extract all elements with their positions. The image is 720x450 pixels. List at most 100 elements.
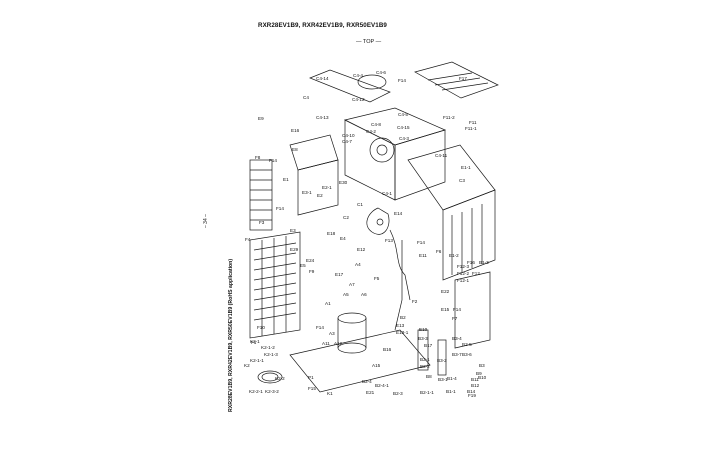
label-F14-e: F14 — [453, 307, 461, 312]
label-E9: E9 — [258, 116, 264, 121]
label-C4-13: C4-13 — [316, 115, 329, 120]
label-F14-c: F14 — [276, 206, 284, 211]
label-F13: F13 — [385, 238, 393, 243]
label-K2-2: K2-2 — [275, 376, 285, 381]
label-C4-1: C4-1 — [382, 191, 392, 196]
front-panel — [454, 271, 491, 349]
label-B3-4: B3-4 — [452, 336, 462, 341]
label-E1-1: E1-1 — [461, 165, 471, 170]
label-F12-1: F12-1 — [457, 278, 469, 283]
label-F1: F1 — [251, 340, 257, 345]
label-K2-1: K2-1 — [250, 339, 260, 344]
label-B2-4-1: B2-4-1 — [375, 383, 389, 388]
fan-blade — [366, 207, 390, 235]
top-view-label: — TOP — — [356, 39, 382, 45]
label-C4-10: C4-10 — [342, 133, 355, 138]
label-C4-7: C4-7 — [342, 139, 352, 144]
label-K2-1-1: K2-1-1 — [250, 358, 264, 363]
label-A6: A6 — [361, 292, 367, 297]
side-grille — [249, 159, 273, 231]
label-F11-1: F11-1 — [465, 126, 477, 131]
label-F12: F12 — [472, 271, 480, 276]
label-B9: B9 — [476, 371, 482, 376]
label-B3-1: B3-1 — [438, 377, 448, 382]
label-B2-1-1: B2-1-1 — [420, 390, 434, 395]
label-E10: E10 — [419, 327, 428, 332]
coil — [407, 144, 496, 211]
label-C4-14: C4-14 — [316, 76, 329, 81]
label-B11: B11 — [471, 377, 479, 382]
label-B3-2: B3-2 — [437, 358, 447, 363]
label-E11: E11 — [419, 253, 427, 258]
label-B2-2: B2-2 — [420, 364, 430, 369]
label-K2-3-2: K2-3-2 — [265, 389, 279, 394]
label-C4: C4 — [303, 95, 309, 100]
label-F12-2: F12-2 — [457, 271, 469, 276]
label-E1: E1 — [283, 177, 289, 182]
label-F5: F5 — [374, 276, 380, 281]
label-F14-b: F14 — [269, 158, 277, 163]
label-B2-1: B2-1 — [420, 357, 430, 362]
valve-bracket — [417, 329, 429, 371]
label-A12: A12 — [334, 341, 343, 346]
label-C4-12: C4-12 — [352, 97, 365, 102]
label-C4-8: C4-8 — [371, 122, 381, 127]
label-B3: B3 — [479, 363, 485, 368]
label-E22: E22 — [441, 289, 450, 294]
label-C4-5: C4-5 — [398, 112, 408, 117]
label-E5: E5 — [300, 263, 306, 268]
label-A3: A3 — [329, 331, 335, 336]
label-A1: A1 — [325, 301, 331, 306]
label-B1-3: B1-3 — [479, 260, 489, 265]
top-plate — [414, 61, 499, 99]
label-E17: E17 — [335, 272, 344, 277]
label-F4: F4 — [245, 237, 251, 242]
label-E18: E18 — [327, 231, 336, 236]
label-B14: B14 — [467, 389, 476, 394]
base-plate — [289, 329, 431, 393]
label-B2-3: B2-3 — [393, 391, 403, 396]
label-B2-4: B2-4 — [362, 379, 372, 384]
label-E13-1: E13-1 — [396, 330, 409, 335]
label-C4-3: C4-3 — [399, 136, 409, 141]
label-C2: C2 — [343, 215, 349, 220]
fan-guard — [309, 69, 391, 103]
label-F8: F8 — [255, 155, 261, 160]
label-E3-1: E3-1 — [302, 190, 312, 195]
label-K2-2-1: K2-2-1 — [249, 389, 263, 394]
label-F12-3: F12-3 — [457, 264, 469, 269]
label-E2-1: E2-1 — [322, 185, 332, 190]
label-E2: E2 — [317, 193, 323, 198]
label-C1: C1 — [357, 202, 363, 207]
label-E21: E21 — [366, 390, 375, 395]
label-B2: B2 — [400, 315, 406, 320]
label-B3-6: B3-6 — [462, 352, 472, 357]
label-E24: E24 — [306, 258, 315, 263]
label-F3: F3 — [259, 220, 265, 225]
condenser-top — [343, 107, 447, 146]
label-F17: F17 — [459, 76, 467, 81]
label-B12: B12 — [471, 383, 480, 388]
label-K2: K2 — [244, 363, 250, 368]
label-K1: K1 — [327, 391, 333, 396]
label-B1-1: B1-1 — [446, 389, 456, 394]
label-F15: F15 — [308, 386, 316, 391]
label-B8: B8 — [426, 374, 432, 379]
label-A7: A7 — [349, 282, 355, 287]
label-F11-2: F11-2 — [443, 115, 455, 120]
drain-heater — [257, 370, 283, 384]
label-F6: F6 — [436, 249, 442, 254]
label-C4-11: C4-11 — [435, 153, 448, 158]
front-grille — [249, 231, 301, 339]
label-A11: A11 — [322, 341, 330, 346]
label-E8: E8 — [292, 147, 298, 152]
label-E13: E13 — [396, 323, 405, 328]
label-E4: E4 — [340, 236, 346, 241]
label-A4: A4 — [355, 262, 361, 267]
label-K2-1-2: K2-1-2 — [261, 345, 275, 350]
label-C4-4: C4-4 — [353, 73, 363, 78]
label-A5: A5 — [343, 292, 349, 297]
label-F7: F7 — [452, 316, 458, 321]
